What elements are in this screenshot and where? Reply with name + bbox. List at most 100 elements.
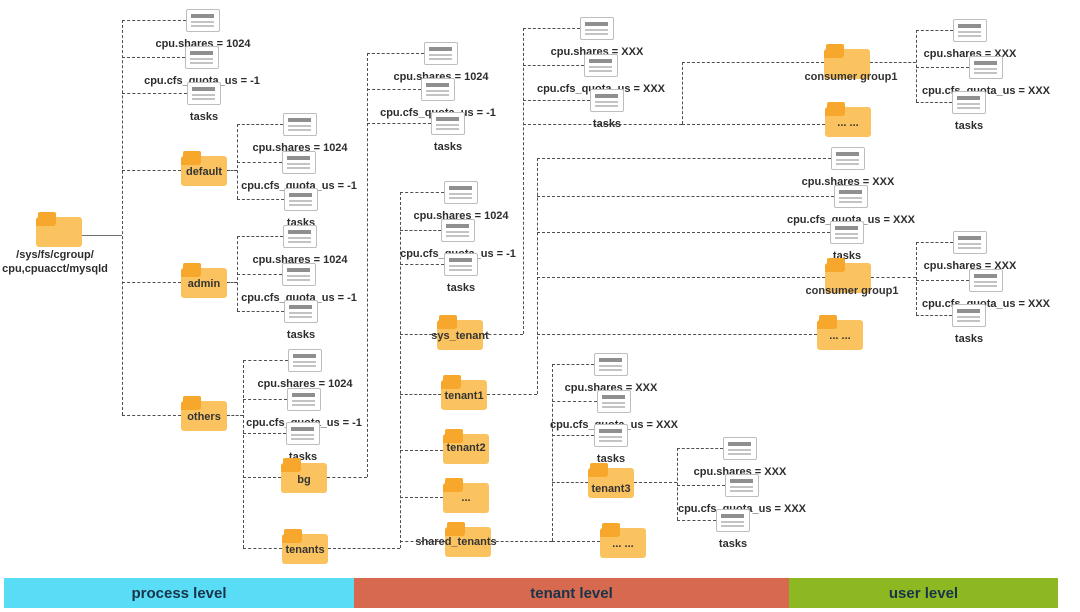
connector-line [483, 334, 523, 335]
file-label: cpu.shares = 1024 [155, 38, 251, 50]
connector-line [916, 30, 917, 102]
folder-icon [825, 258, 871, 293]
file-doc-icon [185, 46, 219, 69]
connector-line [491, 541, 552, 542]
folder-label: tenants [285, 544, 325, 556]
file-bg-tasks: tasks [358, 112, 538, 153]
file-label: tasks [592, 118, 622, 130]
connector-line [237, 124, 238, 199]
folder-icon [825, 102, 871, 137]
file-doc-icon [830, 221, 864, 244]
folder-icon [443, 429, 489, 464]
connector-line [682, 62, 683, 124]
file-doc-icon [444, 253, 478, 276]
file-label: cpu.cfs_quota_us = XXX [786, 214, 916, 226]
file-doc-icon [834, 185, 868, 208]
connector-line [122, 93, 187, 94]
connector-line [552, 541, 600, 542]
file-doc-icon [594, 353, 628, 376]
connector-line [537, 196, 834, 197]
connector-line [237, 162, 282, 163]
connector-line [227, 415, 243, 416]
connector-line [122, 170, 181, 171]
connector-line [237, 311, 284, 312]
connector-line [243, 433, 286, 434]
folder-icon [817, 315, 863, 350]
file-t1-quota: cpu.cfs_quota_us = XXX [761, 185, 941, 226]
legend-bar-tenant: tenant level [354, 578, 789, 608]
connector-line [227, 170, 237, 171]
file-t3-shares: cpu.shares = XXX [650, 437, 830, 478]
connector-line [537, 334, 817, 335]
file-label: tasks [596, 453, 626, 465]
file-doc-icon [287, 388, 321, 411]
file-doc-icon [284, 300, 318, 323]
file-label: tasks [433, 141, 463, 153]
file-admin-shares: cpu.shares = 1024 [210, 225, 390, 266]
file-doc-icon [431, 112, 465, 135]
file-root-quota: cpu.cfs_quota_us = -1 [112, 46, 292, 87]
file-doc-icon [952, 304, 986, 327]
file-others-shares: cpu.shares = 1024 [215, 349, 395, 390]
connector-line [227, 282, 237, 283]
file-label: cpu.shares = XXX [693, 466, 787, 478]
file-doc-icon [444, 181, 478, 204]
connector-line [537, 158, 831, 159]
folder-icon [824, 44, 870, 79]
file-label: cpu.cfs_quota_us = -1 [241, 180, 357, 192]
file-doc-icon [590, 89, 624, 112]
file-root-tasks: tasks [114, 82, 294, 123]
connector-line [237, 236, 283, 237]
file-doc-icon [953, 231, 987, 254]
connector-line [677, 485, 725, 486]
connector-line [916, 315, 952, 316]
file-doc-icon [716, 509, 750, 532]
connector-line [122, 282, 181, 283]
file-st-shares: cpu.shares = XXX [521, 353, 701, 394]
file-label: cpu.shares = 1024 [413, 210, 509, 222]
file-tenants-tasks: tasks [371, 253, 551, 294]
connector-line [400, 264, 444, 265]
root-path-label: cpu,cpuacct/mysqld [2, 263, 108, 275]
folder-icon [437, 315, 483, 350]
connector-line [552, 482, 588, 483]
folder-icon [282, 529, 328, 564]
file-doc-icon [953, 19, 987, 42]
connector-line [523, 28, 580, 29]
connector-line [682, 124, 825, 125]
file-doc-icon [424, 42, 458, 65]
file-doc-icon [282, 263, 316, 286]
folder-label: admin [187, 278, 221, 290]
folder-label: consumer group1 [805, 285, 899, 297]
folder-icon [588, 463, 634, 498]
file-cg1b-tasks: tasks [879, 304, 1059, 345]
connector-line [243, 399, 287, 400]
connector-line [237, 236, 238, 311]
connector-line [916, 242, 953, 243]
file-label: cpu.shares = 1024 [257, 378, 353, 390]
connector-line [243, 477, 281, 478]
connector-line [537, 158, 538, 394]
file-label: cpu.shares = 1024 [393, 71, 489, 83]
connector-line [537, 277, 825, 278]
folder-label: shared_tenants [415, 536, 497, 548]
file-doc-icon [284, 188, 318, 211]
folder-label: bg [297, 474, 311, 486]
connector-line [367, 123, 431, 124]
connector-line [916, 280, 969, 281]
connector-line [523, 65, 584, 66]
connector-line [243, 360, 244, 548]
connector-line [634, 482, 677, 483]
connector-line [400, 230, 441, 231]
folder-label: tenant3 [591, 483, 631, 495]
folder-icon [443, 478, 489, 513]
file-doc-icon [580, 17, 614, 40]
file-sys-tasks: tasks [517, 89, 697, 130]
connector-line [682, 62, 824, 63]
connector-line [122, 57, 185, 58]
file-cg1a-shares: cpu.shares = XXX [880, 19, 1060, 60]
connector-line [523, 124, 682, 125]
file-label: cpu.shares = XXX [801, 176, 895, 188]
connector-line [237, 124, 283, 125]
legend-label: tenant level [530, 584, 613, 602]
